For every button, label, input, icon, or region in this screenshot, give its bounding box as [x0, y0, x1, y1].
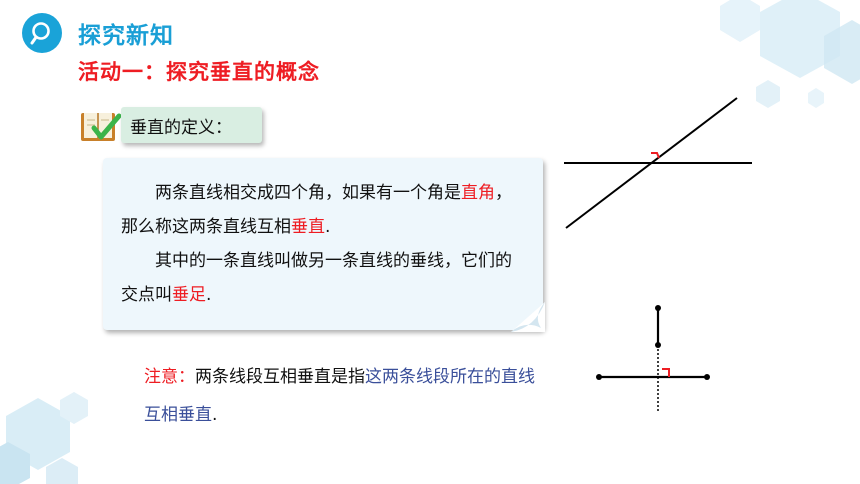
definition-text: .: [206, 285, 212, 305]
right-angle-mark: [662, 368, 670, 377]
note-emphasis: 这两条线段所在的直线互相垂直: [144, 367, 535, 425]
endpoint: [655, 342, 661, 348]
right-angle-mark: [651, 152, 660, 159]
definition-label: 垂直的定义：: [121, 107, 262, 143]
endpoint: [655, 305, 661, 311]
endpoint: [704, 374, 710, 380]
definition-paragraph-1: 两条直线相交成四个角，如果有一个角是直角，那么称这两条直线互相垂直.: [121, 176, 525, 244]
note-end: .: [212, 405, 218, 425]
definition-text: .: [325, 217, 331, 237]
hexagon-decoration-top: [720, 0, 860, 108]
hexagon-decoration-bottom: [0, 392, 88, 484]
definition-card: 两条直线相交成四个角，如果有一个角是直角，那么称这两条直线互相垂直. 其中的一条…: [103, 158, 545, 332]
definition-text: 其中的一条直线叫做另一条直线的垂线，它们的交点叫: [121, 251, 512, 305]
endpoint: [596, 374, 602, 380]
perpendicular-segments-figure: [596, 305, 710, 412]
note-label: 注意：: [144, 367, 195, 387]
page-title: 探究新知: [78, 23, 174, 49]
book-check-icon: [81, 113, 122, 141]
search-icon: [22, 13, 62, 53]
term-right-angle: 直角: [461, 183, 495, 203]
term-perpendicular: 垂直: [291, 217, 325, 237]
note-text: 注意：两条线段互相垂直是指这两条线段所在的直线互相垂直.: [144, 358, 544, 434]
term-foot: 垂足: [172, 285, 206, 305]
perpendicular-lines-figure: [564, 97, 752, 229]
oblique-line: [565, 97, 738, 229]
definition-text: ，那么称这两条直线互相: [121, 183, 512, 237]
page-curl-decoration: [511, 302, 545, 332]
note-body: 两条线段互相垂直是指: [195, 367, 365, 387]
activity-subtitle: 活动一：探究垂直的概念: [78, 60, 320, 84]
definition-paragraph-2: 其中的一条直线叫做另一条直线的垂线，它们的交点叫垂足.: [121, 244, 525, 312]
definition-text: 两条直线相交成四个角，如果有一个角是: [155, 183, 461, 203]
